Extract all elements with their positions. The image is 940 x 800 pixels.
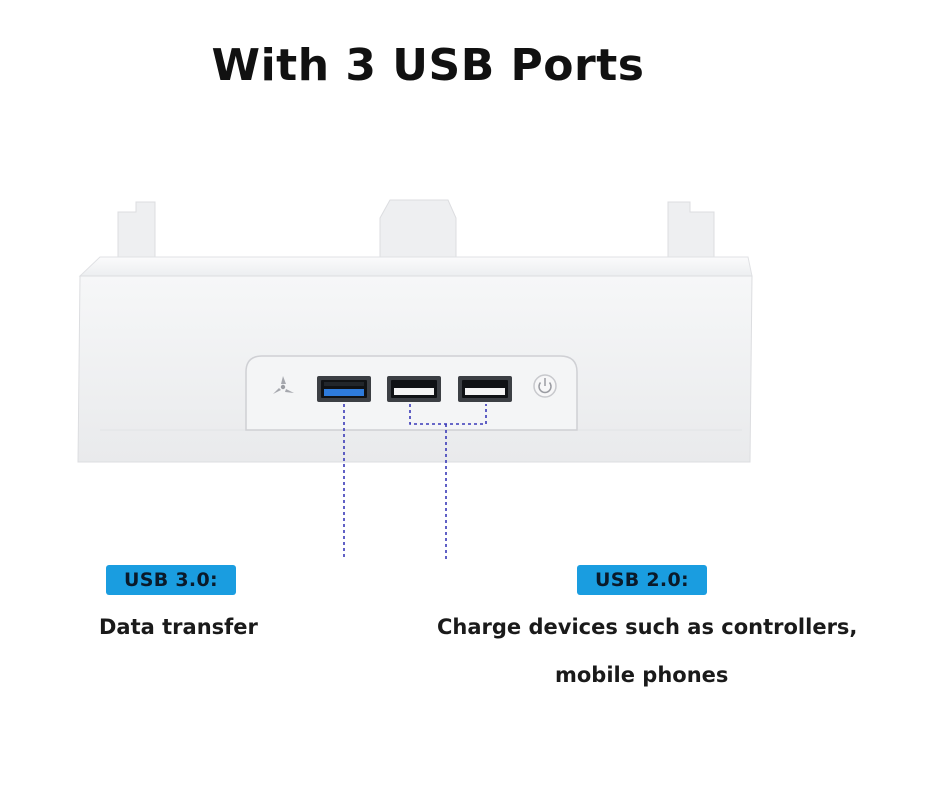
right-support-post — [667, 201, 715, 263]
usb-3-description: Data transfer — [99, 615, 258, 639]
charging-dock — [77, 199, 753, 560]
usb-2-description-line1: Charge devices such as controllers, — [437, 615, 858, 639]
headline: With 3 USB Ports — [211, 40, 645, 91]
dock-top-surface — [78, 256, 753, 277]
usb-2-leader-line — [409, 404, 487, 560]
usb-2-label: USB 2.0: — [577, 565, 707, 595]
power-icon — [533, 374, 557, 398]
usb-3-label: USB 3.0: — [106, 565, 236, 595]
usb-2-port-2 — [458, 376, 512, 402]
usb-2-port-1 — [387, 376, 441, 402]
usb-3-port — [317, 376, 371, 402]
fan-icon — [273, 376, 294, 394]
left-support-post — [117, 201, 156, 263]
usb-2-description-line2: mobile phones — [555, 663, 729, 687]
center-support-post — [379, 199, 457, 263]
